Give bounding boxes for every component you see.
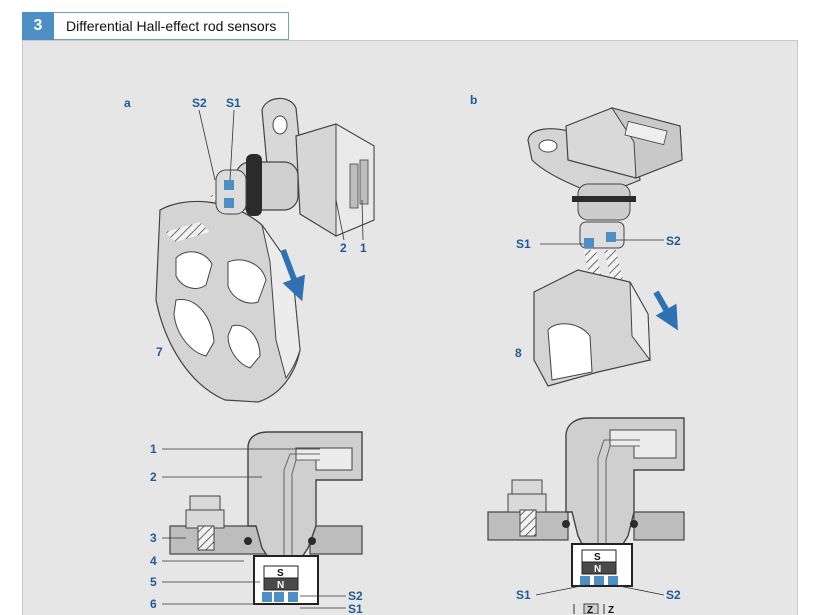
section-left-magnet-s: S [277,568,284,579]
section-left-drawing [162,431,363,609]
view-b-letter: b [470,93,477,107]
view-a-illustration [155,97,375,403]
view-a-s2-label: S2 [192,96,207,110]
figure-header: 3 Differential Hall-effect rod sensors [22,12,290,40]
section-right-drawing [487,417,685,614]
section-right-z-label-2: Z [608,605,614,614]
section-right-s1-label: S1 [516,588,531,602]
section-left-callout-6: 6 [150,597,157,611]
view-a-s1-label: S1 [226,96,241,110]
figure-title: Differential Hall-effect rod sensors [54,12,290,40]
view-b-s1-label: S1 [516,237,531,251]
view-a-label-1: 1 [360,241,367,255]
section-left-callout-4: 4 [150,554,157,568]
view-a-letter: a [124,96,131,110]
view-b-illustration [527,107,683,387]
section-left-s2-label: S2 [348,589,363,603]
section-left-callout-3: 3 [150,531,157,545]
section-right-s2-label: S2 [666,588,681,602]
section-right-z-label: Z [587,605,593,614]
section-left-s1-label: S1 [348,602,363,614]
section-left-callout-5: 5 [150,575,157,589]
section-left-callout-1: 1 [150,442,157,456]
view-b-s2-label: S2 [666,234,681,248]
section-right-magnet-s: S [594,552,601,563]
view-a-label-2: 2 [340,241,347,255]
section-right-magnet-n: N [594,564,601,575]
view-b-label-8: 8 [515,346,522,360]
section-left-magnet-n: N [277,580,284,591]
section-left-callout-2: 2 [150,470,157,484]
view-a-label-7: 7 [156,345,163,359]
figure-number: 3 [22,12,54,40]
